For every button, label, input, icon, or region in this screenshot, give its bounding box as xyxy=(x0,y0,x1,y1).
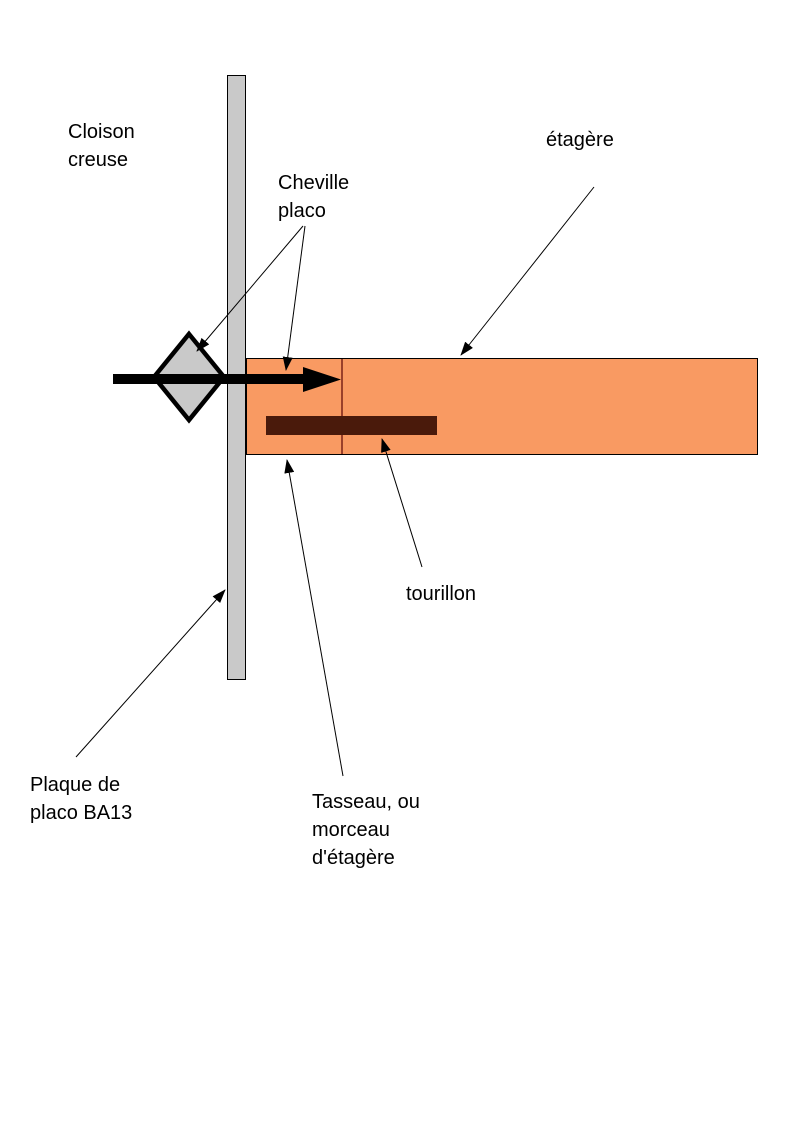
screw-arrow xyxy=(113,367,341,392)
label-tourillon: tourillon xyxy=(406,583,477,605)
label-cheville-placo: Cheville placo xyxy=(278,172,350,222)
leader-arrow-cheville-to-anchor xyxy=(196,225,304,352)
label-etagere: étagère xyxy=(546,129,614,151)
leader-arrow-cheville-to-screw xyxy=(282,225,306,371)
leader-arrow-etagere-to-shelf xyxy=(460,186,595,356)
leader-arrow-tourillon-to-dowel xyxy=(381,438,423,568)
label-plaque-de-placo-ba13: Plaque de placo BA13 xyxy=(30,774,133,824)
leader-arrow-tasseau-to-shelf-bottom xyxy=(284,459,344,777)
label-tasseau-ou-morceau-etagere: Tasseau, ou morceau d'étagère xyxy=(312,791,420,869)
leader-arrow-plaque-to-wall xyxy=(75,589,226,758)
label-cloison-creuse: Cloison creuse xyxy=(68,121,135,171)
shelf-board xyxy=(246,358,758,455)
dowel xyxy=(266,416,437,435)
